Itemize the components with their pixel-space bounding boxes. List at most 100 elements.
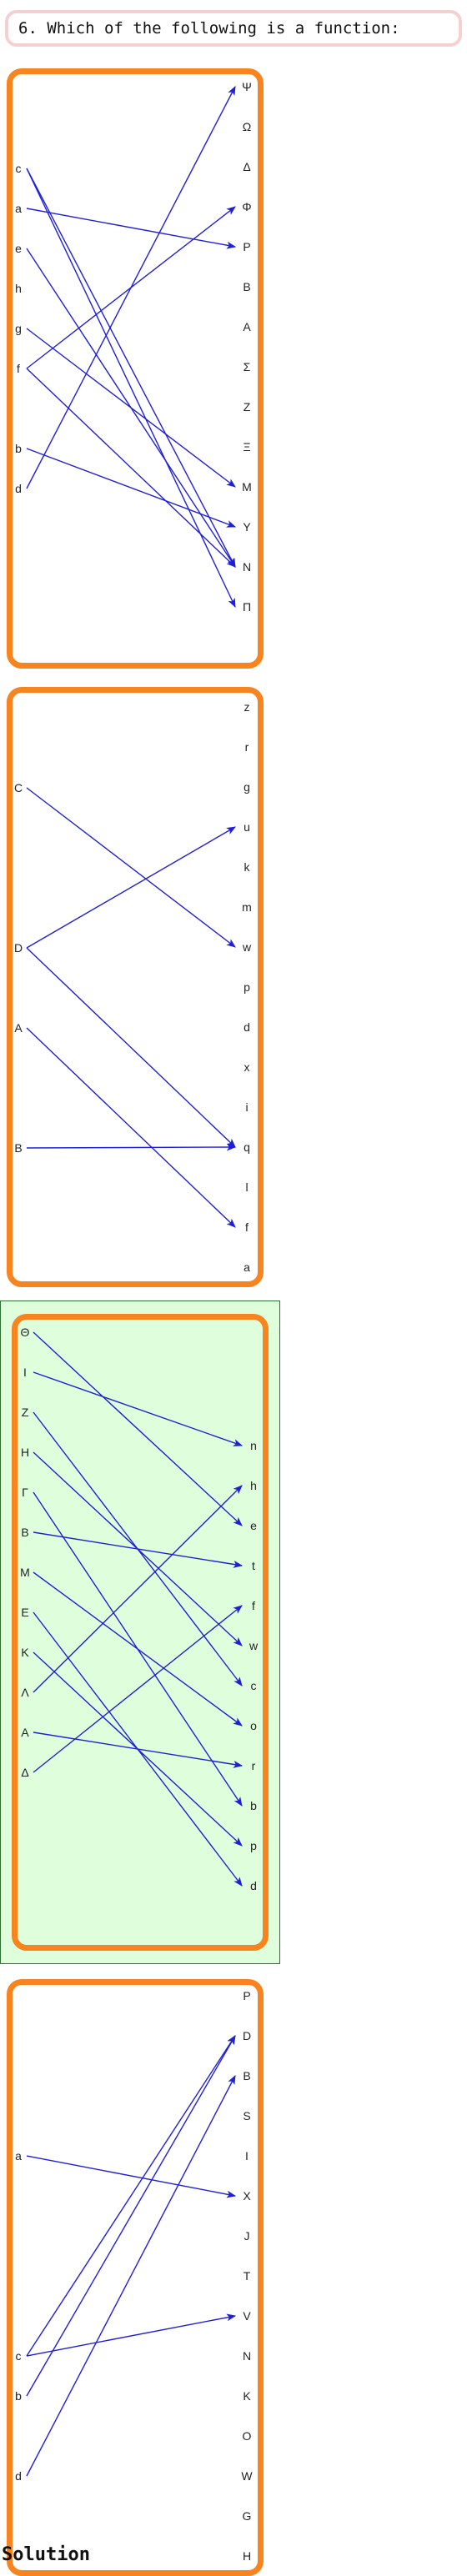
domain-label: A xyxy=(14,1021,23,1035)
codomain-label: w xyxy=(242,940,252,954)
codomain-label: Ξ xyxy=(243,440,250,454)
mapping-arrow xyxy=(26,1027,236,1228)
domain-label: Δ xyxy=(21,1766,28,1779)
domain-label: a xyxy=(15,2149,22,2163)
mapping-arrow xyxy=(26,2155,237,2198)
domain-label: a xyxy=(15,202,22,215)
correct-answer-highlight xyxy=(0,1301,280,1964)
domain-label: h xyxy=(15,282,22,295)
codomain-label: k xyxy=(244,860,251,874)
mapping-arrow xyxy=(33,1732,244,1768)
domain-label: Α xyxy=(21,1726,29,1739)
codomain-label: Β xyxy=(243,280,250,293)
mapping-arrow xyxy=(33,1371,244,1446)
codomain-label: P xyxy=(243,1989,250,2002)
question-box: 6. Which of the following is a function: xyxy=(5,10,462,47)
mapping-arrow xyxy=(26,2035,236,2397)
answer-option-3[interactable] xyxy=(12,1314,269,1951)
domain-label: f xyxy=(17,362,20,375)
codomain-label: m xyxy=(242,900,252,914)
codomain-label: g xyxy=(244,780,250,794)
codomain-label: B xyxy=(243,2069,250,2082)
domain-label: B xyxy=(14,1141,22,1155)
mapping-arrow xyxy=(26,86,236,489)
mapping-arrow xyxy=(26,328,236,488)
codomain-label: w xyxy=(249,1639,259,1652)
codomain-label: o xyxy=(250,1719,257,1732)
mapping-arrow xyxy=(26,2313,237,2357)
domain-label: Β xyxy=(21,1526,28,1539)
codomain-label: r xyxy=(252,1759,256,1772)
codomain-label: t xyxy=(252,1559,255,1572)
answer-option-2[interactable] xyxy=(7,687,264,1287)
domain-label: Μ xyxy=(20,1566,30,1579)
mapping-arrow xyxy=(33,1331,243,1526)
codomain-label: Ν xyxy=(243,560,251,574)
domain-label: b xyxy=(15,442,22,455)
codomain-label: d xyxy=(250,1879,257,1892)
codomain-label: Υ xyxy=(243,520,251,534)
codomain-label: z xyxy=(244,700,250,714)
codomain-label: Δ xyxy=(243,160,250,173)
mapping-arrow xyxy=(33,1605,243,1773)
domain-label: Κ xyxy=(21,1646,29,1659)
codomain-label: G xyxy=(243,2509,252,2523)
codomain-label: r xyxy=(245,740,249,754)
domain-label: C xyxy=(14,781,23,794)
answer-option-1[interactable] xyxy=(7,68,264,669)
codomain-label: D xyxy=(243,2029,251,2042)
codomain-label: Μ xyxy=(242,480,252,494)
domain-label: Θ xyxy=(21,1326,30,1339)
domain-label: Ε xyxy=(21,1606,28,1619)
codomain-label: W xyxy=(241,2469,253,2483)
codomain-label: a xyxy=(244,1260,250,1274)
mapping-arrow xyxy=(26,947,236,1148)
codomain-label: c xyxy=(251,1679,257,1692)
codomain-label: T xyxy=(244,2269,251,2283)
codomain-label: p xyxy=(250,1839,257,1852)
codomain-label: K xyxy=(243,2389,251,2403)
mapping-arrow xyxy=(26,2035,236,2357)
domain-label: c xyxy=(16,162,22,175)
mapping-arrow xyxy=(26,1143,237,1151)
codomain-label: l xyxy=(245,1180,248,1194)
domain-label: d xyxy=(15,2469,22,2483)
domain-label: Η xyxy=(21,1446,29,1459)
codomain-label: p xyxy=(244,980,250,994)
mapping-arrow xyxy=(33,1571,243,1727)
domain-label: b xyxy=(15,2389,22,2403)
mapping-arrow xyxy=(33,1531,244,1568)
codomain-label: i xyxy=(245,1100,248,1114)
codomain-label: f xyxy=(252,1599,255,1612)
codomain-label: d xyxy=(244,1020,250,1034)
codomain-label: Ζ xyxy=(244,400,251,413)
codomain-label: N xyxy=(243,2349,251,2363)
domain-label: Ι xyxy=(23,1366,27,1379)
domain-label: D xyxy=(14,941,23,955)
codomain-label: Σ xyxy=(244,360,251,373)
codomain-label: S xyxy=(243,2109,250,2122)
codomain-label: h xyxy=(250,1479,257,1492)
mapping-arrow xyxy=(26,826,236,949)
domain-label: e xyxy=(15,242,22,255)
mapping-arrow xyxy=(26,2075,236,2477)
codomain-label: V xyxy=(243,2309,251,2323)
question-text: 6. Which of the following is a function: xyxy=(18,19,400,38)
mapping-arrow xyxy=(26,208,237,249)
mapping-arrow xyxy=(26,448,237,528)
codomain-label: Φ xyxy=(242,200,251,213)
codomain-label: Ω xyxy=(243,120,251,133)
domain-label: Γ xyxy=(22,1486,28,1499)
codomain-label: O xyxy=(243,2429,252,2443)
domain-label: c xyxy=(16,2349,22,2363)
codomain-label: x xyxy=(244,1060,250,1074)
codomain-label: q xyxy=(244,1140,250,1154)
codomain-label: Α xyxy=(243,320,251,333)
codomain-label: X xyxy=(243,2189,251,2203)
codomain-label: b xyxy=(250,1799,257,1812)
codomain-label: Ρ xyxy=(243,240,250,253)
